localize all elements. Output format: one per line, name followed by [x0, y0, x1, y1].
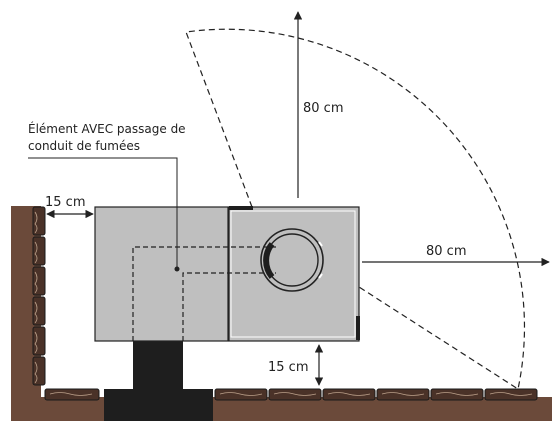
dim-wall-side-label: 15 cm — [45, 195, 86, 210]
dim-front-right-label: 80 cm — [426, 244, 467, 259]
stove-pedestal — [133, 341, 183, 391]
wall-wood-grain — [34, 211, 38, 384]
flue-outlet — [260, 228, 324, 292]
dim-front-top-label: 80 cm — [303, 101, 344, 116]
stove-left-module — [94, 206, 229, 342]
top-trim — [229, 206, 253, 210]
callout-leader — [28, 157, 178, 269]
stove-right-module — [228, 206, 360, 342]
clearance-zone-outline — [185, 28, 526, 390]
stove-right-module-inner — [230, 210, 356, 338]
right-side-trim — [356, 316, 360, 340]
callout-line-1: Élément AVEC passage de — [28, 121, 186, 136]
callout-line-2: conduit de fumées — [28, 139, 140, 153]
flue-passage-outline — [132, 246, 276, 341]
stove-base-plate — [104, 389, 213, 421]
floor-wood-grain — [49, 392, 533, 396]
floor-slab — [11, 397, 552, 421]
dim-floor-label: 15 cm — [268, 360, 309, 375]
wall-and-floor — [11, 206, 552, 421]
